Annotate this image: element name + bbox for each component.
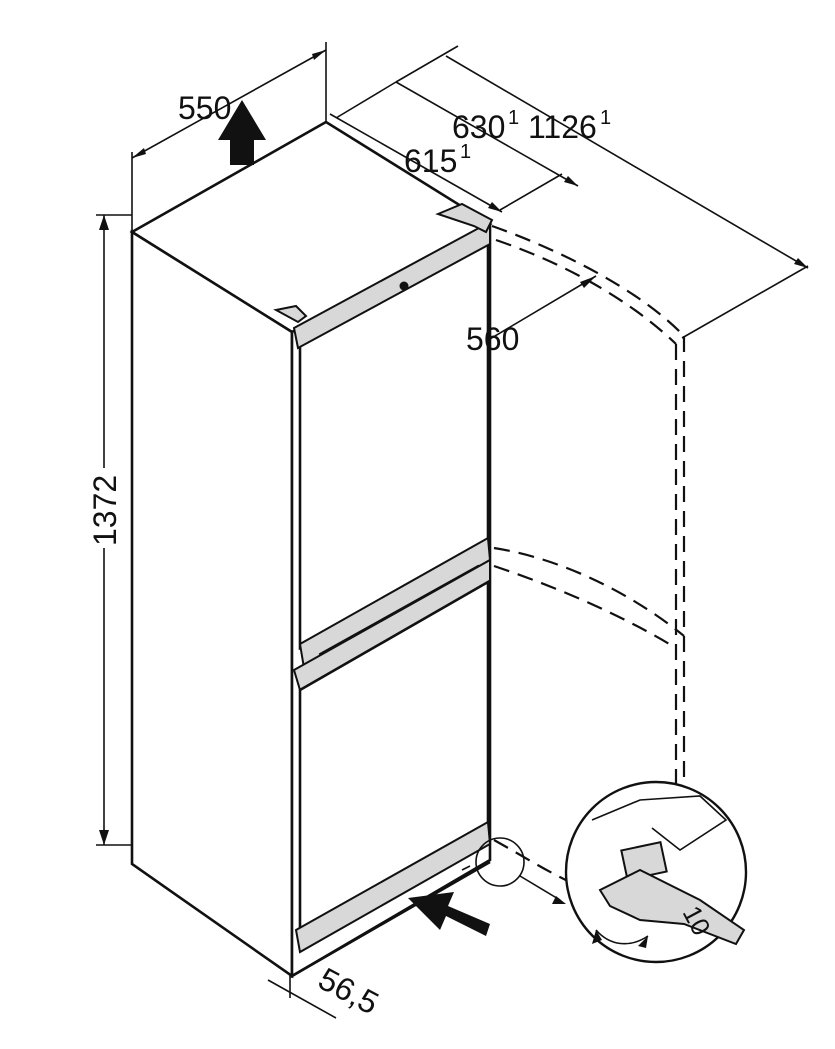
depth-door-open-footnote: 1 — [600, 107, 611, 129]
depth-handle-label: 630 — [452, 109, 505, 145]
depth-door-closed-footnote: 1 — [460, 141, 471, 163]
airflow-up-arrow — [218, 100, 266, 165]
door-handle — [292, 536, 492, 692]
depth-door-open-label: 1126 — [528, 109, 597, 145]
wall-gap-label: 56,5 — [313, 960, 385, 1021]
depth-door-closed-label: 615 — [404, 143, 457, 179]
width-label: 550 — [178, 90, 231, 126]
airflow-in-arrow — [408, 892, 490, 936]
upper-door — [273, 202, 494, 651]
inner-width-label: 560 — [466, 321, 519, 357]
open-door-outline — [491, 224, 686, 897]
lower-door — [291, 579, 492, 978]
depth-handle-footnote: 1 — [508, 107, 519, 129]
adjustable-foot-detail: 10 — [475, 780, 748, 964]
height-label: 1372 — [87, 475, 123, 546]
